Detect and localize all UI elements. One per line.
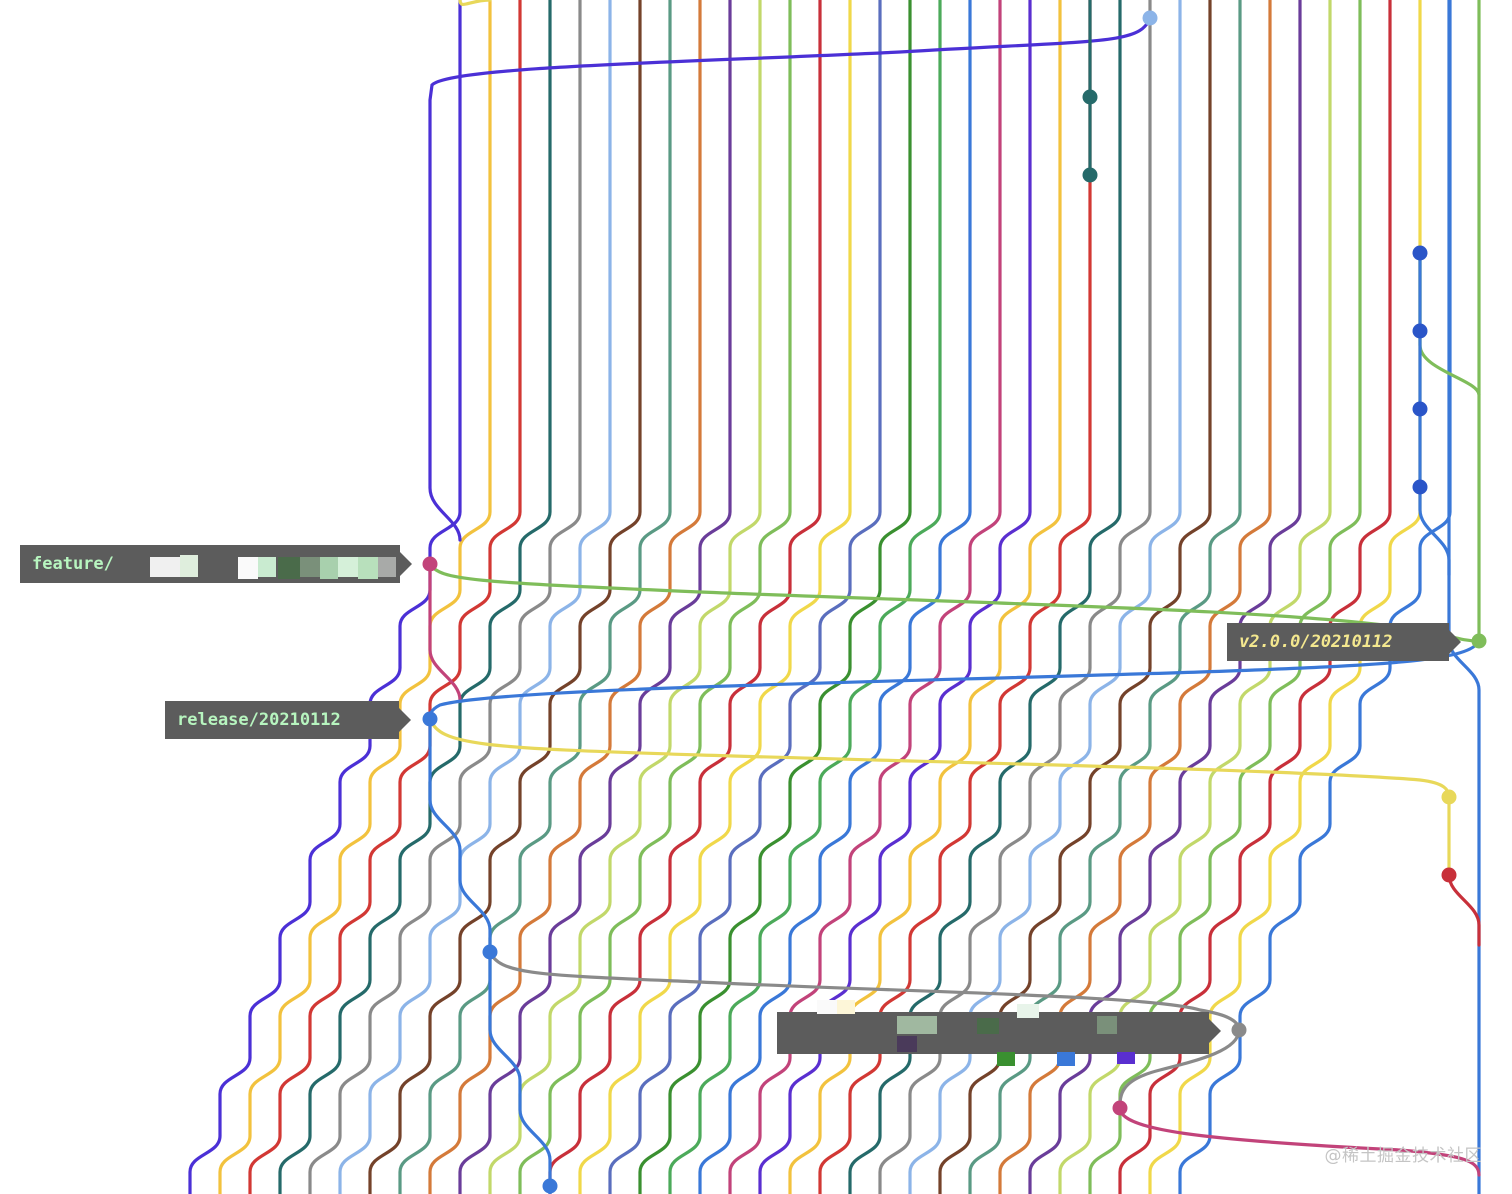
tag-name: v2.0.0/20210112 [1239,632,1393,652]
commit-node[interactable] [482,944,498,960]
release-branch-label[interactable]: release/20210112 [165,701,411,739]
pink-branch-down [428,562,462,702]
lane-19 [758,0,1032,1194]
lane-17 [698,0,972,1194]
redacted-block [1057,1052,1075,1066]
lane-10 [488,0,762,1194]
lane-13 [578,0,852,1194]
commit-node[interactable] [1082,89,1098,105]
redacted-block [180,555,198,577]
lane-29 [1058,0,1332,1194]
redacted-block [150,557,180,577]
lane-2 [248,0,522,1194]
lane-7 [398,0,672,1194]
commit-node[interactable] [1112,1100,1128,1116]
redacted-block [997,1052,1015,1066]
redacted-block [837,1000,855,1014]
redacted-block [358,557,378,579]
lane-12 [548,0,822,1194]
redacted-block [1017,1004,1039,1018]
lane-4 [308,0,582,1194]
redacted-block [977,1018,999,1034]
redacted-block [238,557,258,579]
lane-20 [788,0,1062,1194]
commit-node[interactable] [542,1178,558,1194]
lane-33 [1178,0,1452,1194]
release-yellow-curve [428,717,1451,877]
redacted-block [278,557,300,579]
lane-27 [998,0,1272,1194]
commit-node[interactable] [1441,867,1457,883]
commit-node[interactable] [1412,401,1428,417]
lane-5 [338,0,612,1194]
top-yellow-stub [458,0,492,6]
lane-15 [638,0,912,1194]
tag-label[interactable]: v2.0.0/20210112 [1227,623,1461,661]
feature-branch-label[interactable]: feature/ [20,545,412,583]
gray-merge-curve [488,950,1241,1110]
redacted-block [1117,1052,1135,1064]
redacted-block [300,557,320,577]
commit-node[interactable] [1142,10,1158,26]
redacted-block [258,557,276,577]
lane-18 [728,0,1002,1194]
lane-25 [938,0,1212,1194]
lane-0 [188,0,462,1194]
redacted-block [897,1016,937,1034]
lane-8 [428,0,702,1194]
lane-16 [668,0,942,1194]
feature-commit-node[interactable] [422,556,438,572]
commit-node[interactable] [1082,167,1098,183]
redacted-block [1097,1016,1117,1034]
branch-lanes [188,0,1481,1194]
lane-14 [608,0,882,1194]
lane-28 [1028,0,1302,1194]
commit-node[interactable] [1412,479,1428,495]
feature-branch-name: feature/ [32,554,114,574]
commit-nodes [422,10,1487,1194]
lane-1 [218,0,492,1194]
commit-node[interactable] [1412,245,1428,261]
lane-6 [368,0,642,1194]
purple-branch-curve [428,16,1152,542]
release-branch-name: release/20210112 [177,710,341,730]
pink-bottom-curve [1118,1106,1481,1177]
release-branch-curve [428,639,1481,1194]
lane-21 [818,0,1092,1194]
redacted-branch-label[interactable] [777,1000,1221,1066]
redacted-block [897,1036,917,1052]
commit-node[interactable] [1231,1022,1247,1038]
lane-blue-right [1418,248,1481,1194]
redacted-block [338,557,358,577]
lane-9 [458,0,732,1194]
lane-11 [518,0,792,1194]
redacted-block [817,1000,837,1014]
release-commit-node[interactable] [422,711,438,727]
redacted-block [320,557,338,579]
lane-31 [1118,0,1392,1194]
lane-3 [278,0,552,1194]
redacted-block [378,557,396,577]
commit-node[interactable] [1412,323,1428,339]
commit-node[interactable] [1441,789,1457,805]
red-right-curve [1447,873,1481,947]
tag-commit-node[interactable] [1471,633,1487,649]
watermark-text: @稀土掘金技术社区 [1324,1146,1482,1166]
lane-30 [1088,0,1362,1194]
lane-32 [1148,0,1422,1194]
lane-26 [968,0,1242,1194]
